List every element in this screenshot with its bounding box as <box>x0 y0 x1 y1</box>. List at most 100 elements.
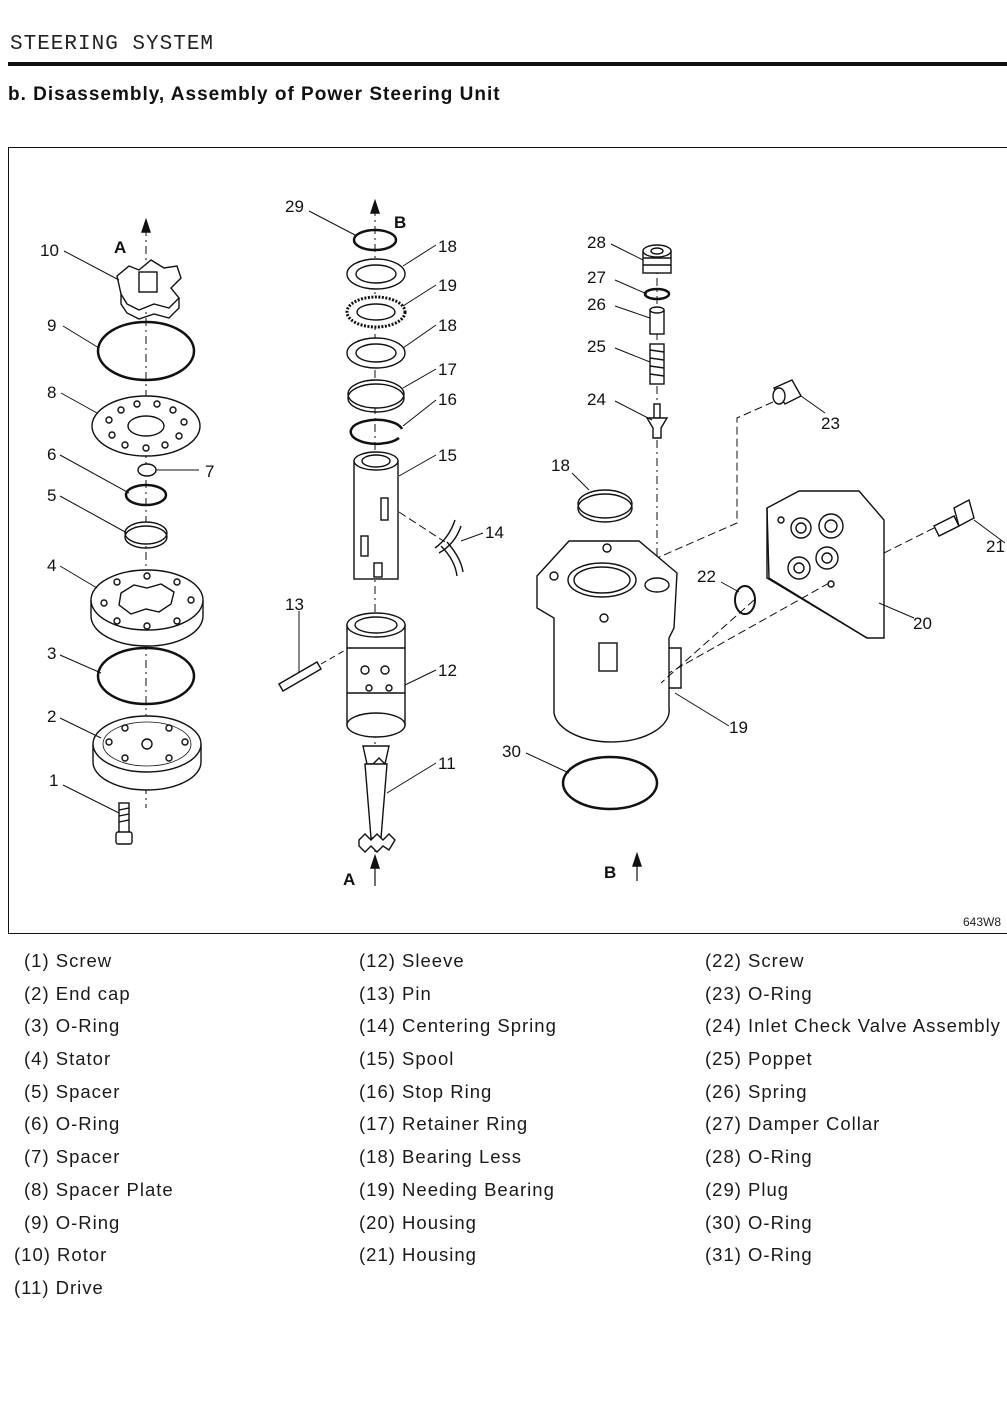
callout-18-right: 18 <box>551 456 570 475</box>
legend-item-5: (5) Spacer <box>24 1080 121 1102</box>
callout-9: 9 <box>47 316 56 335</box>
callout-26: 25 <box>587 337 606 356</box>
page-subtitle: b. Disassembly, Assembly of Power Steeri… <box>8 84 501 105</box>
callout-11: 11 <box>438 754 456 773</box>
callout-8: 8 <box>47 383 56 402</box>
arrow-up-icon <box>141 217 151 233</box>
legend-item-13: (13) Pin <box>359 982 432 1004</box>
sleeve-part <box>346 612 406 738</box>
rotor-part <box>116 259 182 320</box>
centering-spring-14 <box>434 519 464 577</box>
bearing-race-18-lower <box>346 337 406 369</box>
spacer-7 <box>137 463 157 477</box>
callout-23: 22 <box>697 567 716 586</box>
callout-22: 21 <box>986 537 1005 556</box>
arrow-up-icon <box>632 851 642 867</box>
legend-column-2: (12) Sleeve (13) Pin (14) Centering Spri… <box>359 950 557 1277</box>
bearing-ring-18-right <box>577 489 633 523</box>
drive-part <box>358 745 396 853</box>
needle-bearing-19 <box>345 295 407 329</box>
legend-item-12: (12) Sleeve <box>359 950 465 971</box>
callout-14: 14 <box>485 523 504 542</box>
legend-item-28: (28) O-Ring <box>705 1146 813 1168</box>
legend-column-1: (1) Screw (2) End cap (3) O-Ring (4) Sta… <box>14 950 174 1310</box>
callout-19: 19 <box>438 276 457 295</box>
legend-item-10: (10) Rotor <box>14 1244 108 1266</box>
callout-10: 10 <box>40 241 59 260</box>
legend-item-8: (8) Spacer Plate <box>24 1178 174 1200</box>
legend-item-24: (24) Inlet Check Valve Assembly <box>705 1015 1001 1037</box>
callout-17: 17 <box>438 360 457 379</box>
stator-part <box>90 569 204 647</box>
callout-28: 27 <box>587 268 606 287</box>
legend-column-3: (22) Screw (23) O-Ring (24) Inlet Check … <box>705 950 1001 1277</box>
stop-ring-16 <box>349 418 404 446</box>
legend-item-22: (22) Screw <box>705 950 805 971</box>
legend-item-2: (2) End cap <box>24 982 131 1004</box>
callout-20: 19 <box>729 718 748 737</box>
spacer-plate <box>91 395 201 457</box>
legend-item-19: (19) Needing Bearing <box>359 1178 555 1200</box>
o-ring-23 <box>734 585 756 615</box>
bearing-race-18-top <box>346 258 406 290</box>
o-ring-6 <box>124 483 168 507</box>
callout-7: 7 <box>205 462 214 481</box>
callout-1: 1 <box>49 771 58 790</box>
callout-15: 15 <box>438 446 457 465</box>
screw-22 <box>933 498 975 537</box>
legend-item-27: (27) Damper Collar <box>705 1113 881 1135</box>
callout-24: 23 <box>821 414 840 433</box>
legend-item-29: (29) Plug <box>705 1178 790 1200</box>
legend-item-18: (18) Bearing Less <box>359 1146 523 1168</box>
callout-2: 2 <box>47 707 56 726</box>
retainer-ring-17 <box>347 379 405 413</box>
leader-lines <box>59 210 1006 814</box>
legend-item-16: (16) Stop Ring <box>359 1080 493 1102</box>
spool-part <box>353 451 399 580</box>
callout-13: 13 <box>285 595 304 614</box>
callout-31: 30 <box>502 742 521 761</box>
callout-21: 20 <box>913 614 932 633</box>
pin-13 <box>278 661 322 692</box>
poppet-25 <box>645 403 669 439</box>
arrow-label-b-bottom: B <box>604 863 616 882</box>
housing-21 <box>766 490 885 639</box>
callout-16: 16 <box>438 390 457 409</box>
arrow-label-b: B <box>394 213 406 232</box>
legend-item-15: (15) Spool <box>359 1048 455 1070</box>
callout-27: 26 <box>587 295 606 314</box>
legend-item-17: (17) Retainer Ring <box>359 1113 529 1135</box>
callout-3: 3 <box>47 644 56 663</box>
callout-labels: A B A B 10 9 8 6 7 5 4 3 2 1 29 18 19 18… <box>40 197 1005 889</box>
exploded-diagram: A B A B 10 9 8 6 7 5 4 3 2 1 29 18 19 18… <box>40 197 1006 889</box>
figure-code: 643W8 <box>963 915 1002 929</box>
callout-6: 6 <box>47 445 56 464</box>
legend-item-3: (3) O-Ring <box>24 1015 121 1037</box>
arrow-up-icon <box>370 853 380 869</box>
damper-collar-27 <box>649 306 665 335</box>
legend-item-31: (31) O-Ring <box>705 1244 813 1266</box>
section-header: STEERING SYSTEM <box>10 33 215 56</box>
o-ring-9 <box>96 320 196 382</box>
screw-1 <box>115 802 133 845</box>
callout-25: 24 <box>587 390 606 409</box>
callout-5: 5 <box>47 486 56 505</box>
legend-item-23: (23) O-Ring <box>705 982 813 1004</box>
o-ring-28 <box>643 287 671 301</box>
callout-18-lower: 18 <box>438 316 457 335</box>
legend-item-30: (30) O-Ring <box>705 1211 813 1233</box>
callout-12: 12 <box>438 661 457 680</box>
o-ring-30 <box>352 228 398 252</box>
o-ring-3 <box>96 646 196 706</box>
legend-item-26: (26) Spring <box>705 1080 808 1102</box>
spacer-5 <box>124 521 168 549</box>
legend-item-6: (6) O-Ring <box>24 1113 121 1135</box>
callout-18-top: 18 <box>438 237 457 256</box>
header-rule <box>8 62 1007 66</box>
arrow-up-icon <box>370 198 380 214</box>
callout-30: 29 <box>285 197 304 216</box>
spring-26 <box>649 343 665 385</box>
legend-item-25: (25) Poppet <box>705 1048 813 1070</box>
end-cap-part <box>92 715 202 791</box>
arrow-label-a-bottom: A <box>343 870 355 889</box>
